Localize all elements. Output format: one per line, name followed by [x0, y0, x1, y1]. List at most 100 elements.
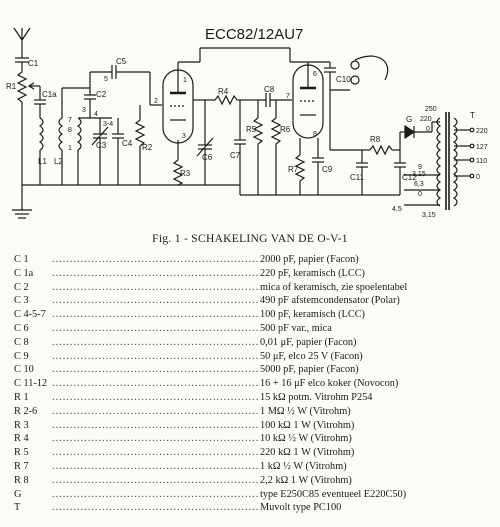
part-specification: 100 pF, keramisch (LCC) [260, 309, 365, 321]
label-r7: R7 [288, 165, 299, 174]
tap-6-3: 6,3 [414, 181, 424, 188]
tap-250: 250 [425, 106, 437, 113]
tap-3-15-top: 3,15 [412, 171, 426, 178]
parts-list-row: C 3 490 pF afstemcondensator (Polar) [14, 294, 494, 308]
part-specification: 500 pF var., mica [260, 322, 332, 334]
c11-capacitor [356, 150, 368, 195]
label-r3: R3 [180, 169, 191, 178]
leader-dots [52, 501, 260, 515]
part-specification: 15 kΩ potm. Vitrohm P254 [260, 391, 373, 403]
tap-0-left: 0 [426, 126, 430, 133]
part-reference: C 3 [14, 295, 29, 307]
c5-capacitor [111, 65, 122, 79]
part-reference: R 5 [14, 447, 29, 459]
r8-resistor [362, 144, 400, 156]
tap-0-right: 0 [476, 174, 480, 181]
part-reference: R 3 [14, 419, 29, 431]
part-reference: C 1 [14, 254, 29, 265]
coil-pin-3: 3 [82, 107, 86, 114]
leader-dots [52, 419, 260, 433]
leader-dots [52, 405, 260, 419]
part-reference: C 4-5-7 [14, 309, 46, 321]
part-specification: 2,2 kΩ 1 W (Vitrohm) [260, 474, 352, 486]
part-reference: R 4 [14, 433, 29, 445]
pin-2: 2 [154, 98, 158, 105]
leader-dots [52, 432, 260, 446]
leader-dots [52, 322, 260, 336]
part-specification: 10 kΩ ½ W (Vitrohm) [260, 433, 352, 445]
label-r4: R4 [218, 87, 229, 96]
parts-list-row: R 2-6 1 MΩ ½ W (Vitrohm) [14, 405, 494, 419]
part-specification: 220 kΩ 1 W (Vitrohm) [260, 447, 355, 459]
leader-dots [52, 460, 260, 474]
parts-list-row: C 1 2000 pF, papier (Facon) [14, 253, 494, 267]
r6-resistor [270, 100, 282, 195]
part-specification: 490 pF afstemcondensator (Polar) [260, 295, 400, 307]
r1-potentiometer [16, 71, 40, 200]
c3-variable-capacitor [91, 118, 109, 185]
label-c4: C4 [122, 139, 133, 148]
leader-dots [52, 253, 260, 267]
leader-dots [52, 350, 260, 364]
part-reference: C 8 [14, 336, 29, 348]
part-specification: 2000 pF, papier (Facon) [260, 254, 359, 265]
c9-capacitor [312, 138, 324, 195]
pin-1: 1 [183, 77, 187, 84]
parts-list-row: R 7 1 kΩ ½ W (Vitrohm) [14, 460, 494, 474]
label-c3: C3 [96, 141, 107, 150]
part-reference: R 7 [14, 460, 29, 472]
tap-110: 110 [476, 158, 487, 165]
parts-list-row: R 4 10 kΩ ½ W (Vitrohm) [14, 432, 494, 446]
leader-dots [52, 267, 260, 281]
part-specification: 50 μF, elco 25 V (Facon) [260, 350, 363, 362]
parts-list-row: C 1a220 pF, keramisch (LCC) [14, 267, 494, 281]
c7-capacitor [234, 100, 246, 185]
coil-pin-1: 1 [68, 145, 72, 152]
parts-list-row: C 80,01 μF, papier (Facon) [14, 336, 494, 350]
leader-dots [52, 377, 260, 391]
part-specification: 1 MΩ ½ W (Vitrohm) [260, 405, 351, 417]
parts-list-row: R 5 220 kΩ 1 W (Vitrohm) [14, 446, 494, 460]
tap-3-15-bottom: 3,15 [422, 212, 436, 219]
part-reference: C 10 [14, 364, 34, 376]
antenna-symbol [13, 27, 31, 45]
parts-list-row: C 11-1216 + 16 μF elco koker (Novocon) [14, 377, 494, 391]
leader-dots [52, 391, 260, 405]
coil-pin-8: 8 [68, 127, 72, 134]
ground-left [12, 200, 32, 219]
part-reference: R 8 [14, 474, 29, 486]
label-c10: C10 [336, 75, 351, 84]
parts-list-row: C 950 μF, elco 25 V (Facon) [14, 350, 494, 364]
parts-list-row: C 105000 pF, papier (Facon) [14, 363, 494, 377]
oscillator-coil [76, 117, 82, 151]
leader-dots [52, 488, 260, 502]
leader-dots [52, 294, 260, 308]
c1a-capacitor [34, 86, 46, 118]
l1-l2-coils [38, 88, 64, 185]
part-reference: C 2 [14, 281, 29, 293]
label-c9: C9 [322, 165, 333, 174]
coil-pin-5: 5 [104, 76, 108, 83]
parts-list-row: R 3100 kΩ 1 W (Vitrohm) [14, 419, 494, 433]
parts-list-row: R 115 kΩ potm. Vitrohm P254 [14, 391, 494, 405]
leader-dots [52, 308, 260, 322]
part-reference: R 2-6 [14, 405, 38, 417]
c12-capacitor [394, 150, 406, 195]
tap-220-left: 220 [420, 116, 432, 123]
tube-2 [292, 62, 324, 139]
parts-list-row: R 8 2,2 kΩ 1 W (Vitrohm) [14, 474, 494, 488]
leader-dots [52, 363, 260, 377]
part-specification: 1 kΩ ½ W (Vitrohm) [260, 460, 347, 472]
leader-dots [52, 446, 260, 460]
label-c12: C12 [402, 173, 417, 182]
pin-8: 8 [313, 131, 317, 138]
leader-dots [52, 281, 260, 295]
coil-pin-4: 4 [94, 111, 98, 118]
label-c6: C6 [202, 153, 213, 162]
c2-capacitor [84, 88, 96, 118]
part-reference: T [14, 502, 21, 514]
label-r8: R8 [370, 135, 381, 144]
tap-0-low: 0 [418, 191, 422, 198]
r4-resistor [205, 94, 250, 106]
c4-capacitor [112, 118, 124, 185]
